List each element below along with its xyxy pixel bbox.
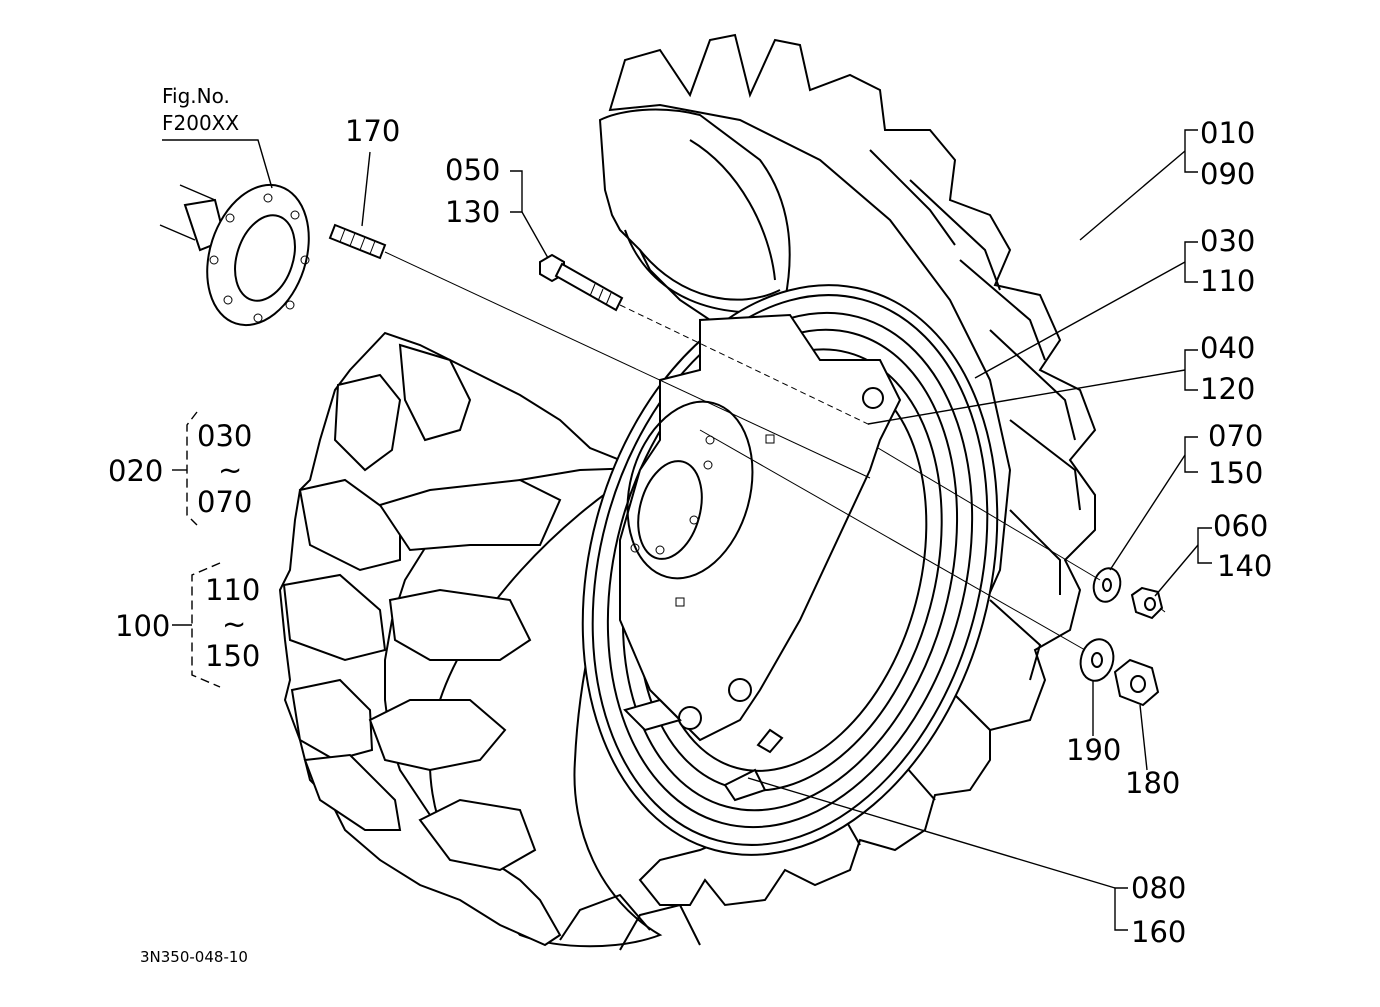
group-020-from: 030 bbox=[197, 419, 252, 453]
group-020-id: 020 bbox=[108, 454, 163, 488]
tire-front bbox=[278, 331, 701, 951]
bolt-050 bbox=[539, 253, 624, 312]
stud-170 bbox=[328, 223, 387, 260]
disc-bolts bbox=[623, 387, 884, 802]
wheel-disc bbox=[619, 313, 902, 742]
group-100-to: 150 bbox=[205, 639, 260, 673]
callout-080: 080 bbox=[1131, 871, 1186, 905]
tire-rear bbox=[598, 33, 1097, 907]
group-020-to: 070 bbox=[197, 485, 252, 519]
callout-060: 060 bbox=[1213, 509, 1268, 543]
nut-060 bbox=[1130, 586, 1164, 620]
callout-070-right: 070 bbox=[1208, 419, 1263, 453]
callout-050: 050 bbox=[445, 153, 500, 187]
group-020-tilde: ~ bbox=[218, 453, 242, 487]
group-100-tilde: ~ bbox=[222, 607, 246, 641]
callout-170: 170 bbox=[345, 114, 400, 148]
callout-110-right: 110 bbox=[1200, 264, 1255, 298]
washer-190 bbox=[1079, 638, 1115, 682]
group-100-from: 110 bbox=[205, 573, 260, 607]
callout-190: 190 bbox=[1066, 733, 1121, 767]
callout-030-right: 030 bbox=[1200, 224, 1255, 258]
callout-120: 120 bbox=[1200, 372, 1255, 406]
fig-no-value: F200XX bbox=[162, 111, 239, 135]
group-100-id: 100 bbox=[115, 609, 170, 643]
nut-180 bbox=[1113, 658, 1160, 707]
callout-140: 140 bbox=[1217, 549, 1272, 583]
labels: Fig.No. F200XX 170 050 130 010 090 030 1… bbox=[108, 84, 1272, 966]
drawing-number: 3N350-048-10 bbox=[140, 948, 248, 966]
axle-hub bbox=[159, 183, 310, 327]
fig-no-label: Fig.No. bbox=[162, 84, 230, 108]
callout-150-right: 150 bbox=[1208, 456, 1263, 490]
callout-130: 130 bbox=[445, 195, 500, 229]
callout-160: 160 bbox=[1131, 915, 1186, 949]
callout-180: 180 bbox=[1125, 766, 1180, 800]
washer-070 bbox=[1092, 567, 1122, 603]
callout-010: 010 bbox=[1200, 116, 1255, 150]
leader-lines bbox=[162, 129, 1212, 931]
callout-090: 090 bbox=[1200, 157, 1255, 191]
callout-040: 040 bbox=[1200, 331, 1255, 365]
